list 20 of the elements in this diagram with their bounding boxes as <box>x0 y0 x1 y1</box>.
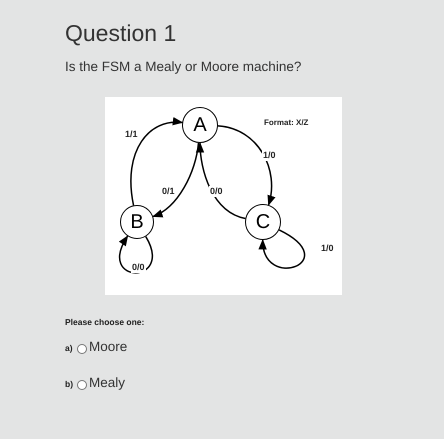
edge-label: 0/0 <box>131 262 146 273</box>
question-title: Question 1 <box>65 20 176 47</box>
option-text: Moore <box>89 339 128 354</box>
edge-label: 0/0 <box>209 186 224 197</box>
transition-arrow <box>118 235 153 274</box>
transition-arrow <box>152 142 200 218</box>
edge-label: 1/0 <box>320 243 335 254</box>
question-text: Is the FSM a Mealy or Moore machine? <box>65 59 302 74</box>
transition-arrow <box>130 118 184 206</box>
option-letter: a) <box>65 343 73 353</box>
transition-arrow <box>196 142 246 220</box>
edge-label: 1/0 <box>262 150 277 161</box>
option-text: Mealy <box>89 375 126 390</box>
option-letter: b) <box>65 379 74 389</box>
edge-label: 1/1 <box>124 129 139 140</box>
transition-arrow <box>260 229 305 269</box>
format-note: Format: X/Z <box>264 118 308 127</box>
transition-arrow <box>218 125 275 206</box>
instruction-text: Please choose one: <box>65 317 144 327</box>
edge-label: 0/1 <box>161 186 176 197</box>
